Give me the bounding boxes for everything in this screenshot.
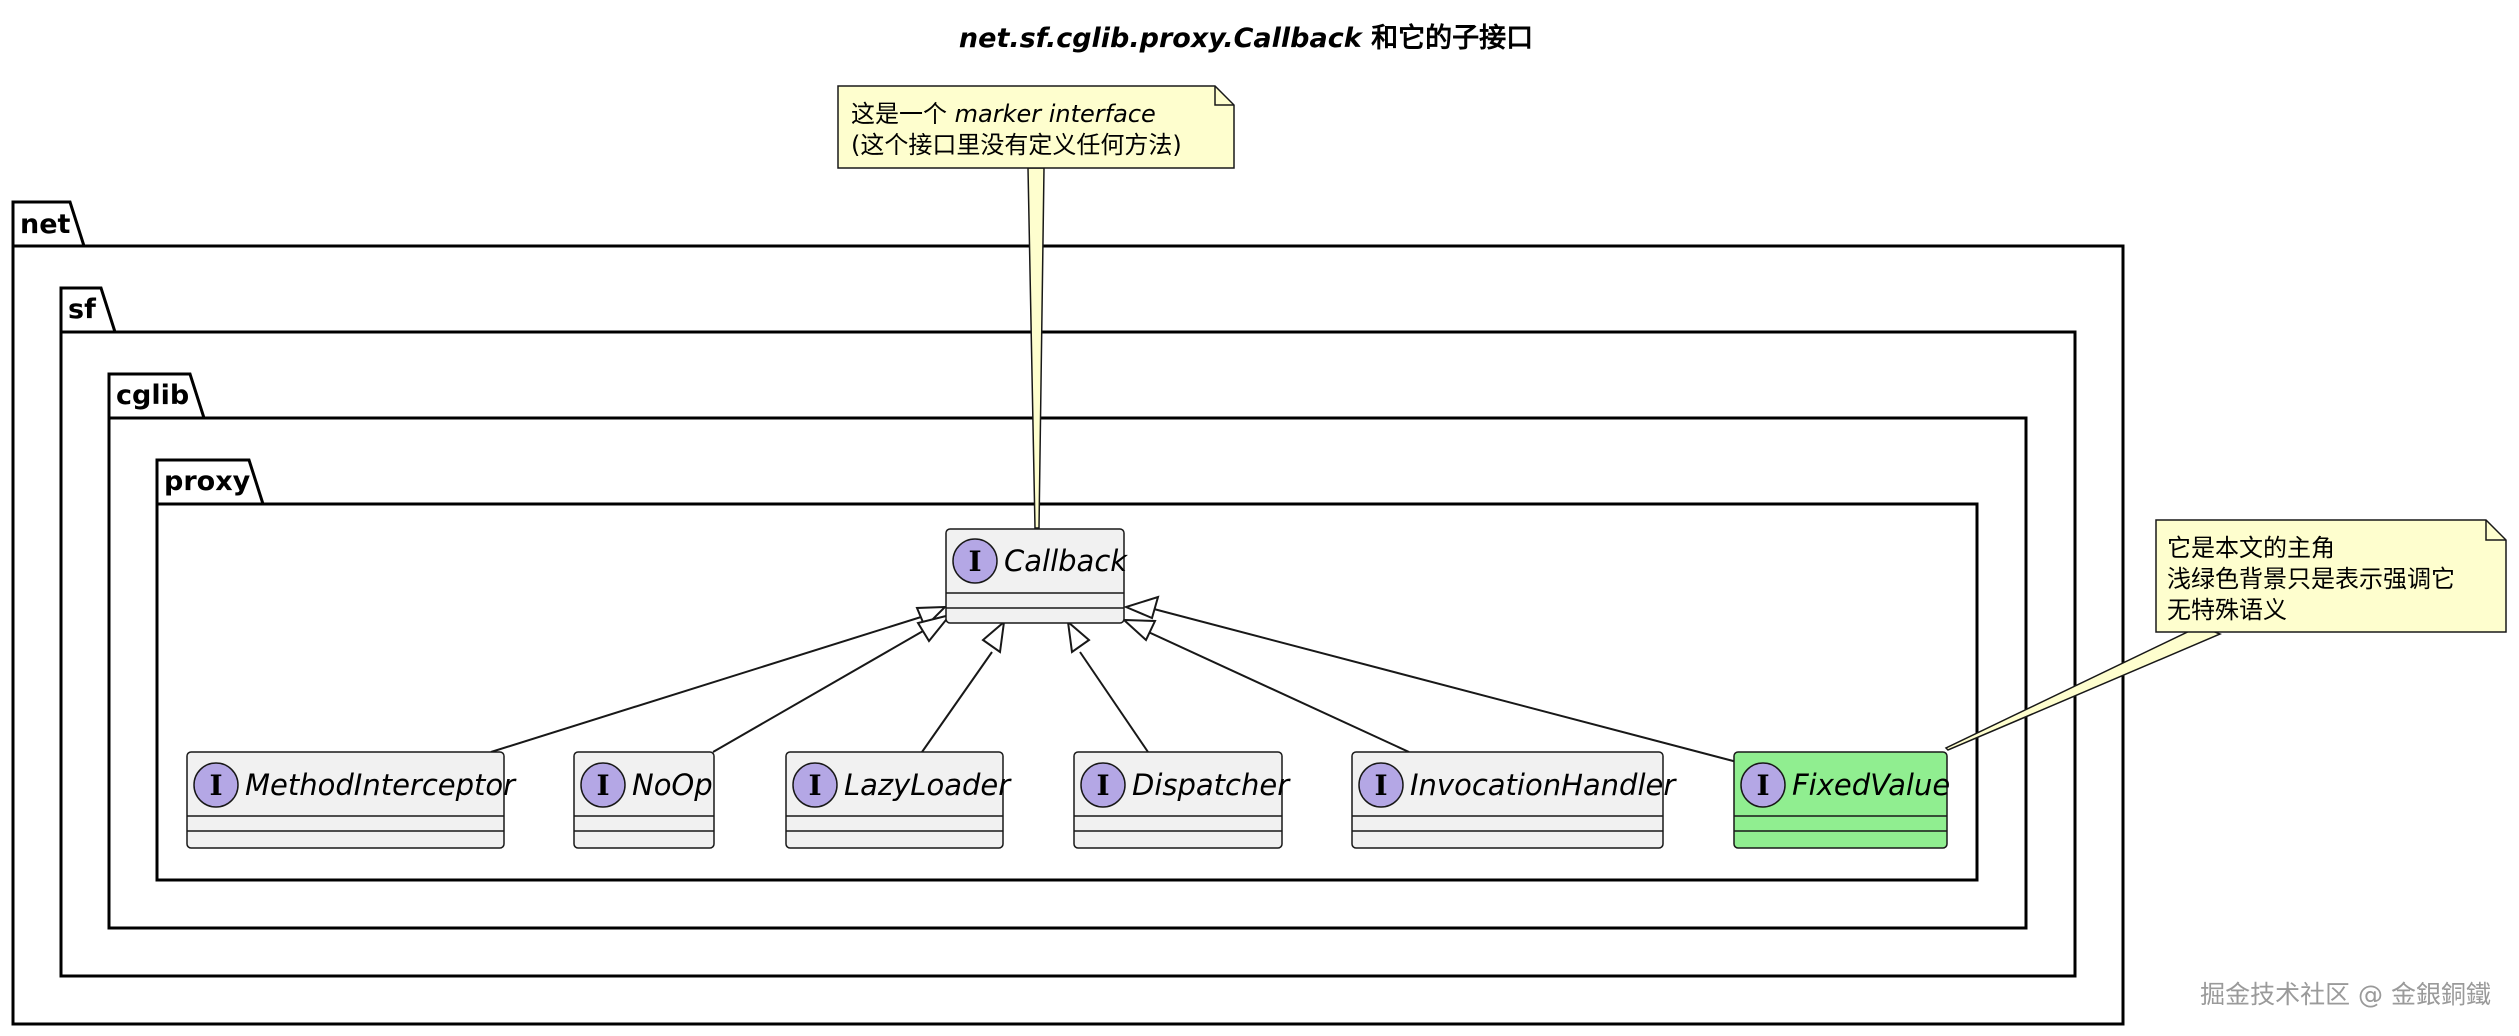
interface-name: Dispatcher: [1132, 768, 1291, 802]
interface-name: LazyLoader: [844, 768, 1012, 802]
package-label-sf: sf: [68, 294, 96, 325]
interface-icon-letter: I: [1374, 769, 1387, 802]
interface-dispatcher[interactable]: I Dispatcher: [1073, 751, 1291, 849]
interface-icon: [193, 762, 239, 808]
interface-name: NoOp: [632, 768, 713, 802]
interface-icon: [1080, 762, 1126, 808]
interface-icon: [1358, 762, 1404, 808]
interface-name: MethodInterceptor: [245, 768, 517, 802]
edge-lazyloader: [921, 651, 993, 753]
interface-callback[interactable]: I Callback: [945, 528, 1128, 624]
note-marker-line2: (这个接口里没有定义任何方法): [851, 131, 1182, 159]
interface-icon-letter: I: [968, 545, 981, 578]
interface-name: FixedValue: [1792, 768, 1950, 802]
note-focus-line2: 浅绿色背景只是表示强调它: [2167, 565, 2455, 593]
interface-icon-letter: I: [1096, 769, 1109, 802]
note-marker-line1: 这是一个 marker interface: [851, 100, 1156, 128]
interface-icon: [580, 762, 626, 808]
edge-noop: [712, 626, 931, 753]
edge-fixedvalue: [1149, 607, 1738, 763]
interface-fixedvalue[interactable]: I FixedValue: [1733, 751, 1950, 849]
arrow-head-5: [1121, 618, 1157, 642]
interface-name: Callback: [1004, 544, 1128, 578]
arrow-head-6: [1123, 595, 1160, 620]
edge-methodinterceptor: [490, 611, 938, 753]
edge-invocationhandler: [1143, 629, 1410, 753]
interface-noop[interactable]: I NoOp: [573, 751, 715, 849]
arrow-head-4: [1066, 619, 1091, 654]
interface-icon-letter: I: [209, 769, 222, 802]
note-focus-line3: 无特殊语义: [2167, 596, 2287, 624]
interface-lazyloader[interactable]: I LazyLoader: [785, 751, 1012, 849]
diagram-title: net.sf.cglib.proxy.Callback 和它的子接口: [959, 22, 1533, 54]
note-marker-interface: 这是一个 marker interface (这个接口里没有定义任何方法): [837, 85, 1235, 169]
package-label-cglib: cglib: [116, 380, 189, 411]
arrow-head-3: [981, 619, 1006, 654]
interface-icon-letter: I: [1756, 769, 1769, 802]
interface-icon-letter: I: [596, 769, 609, 802]
note-focus-line1: 它是本文的主角: [2167, 534, 2335, 562]
edge-dispatcher: [1079, 651, 1149, 753]
watermark: 掘金技术社区 @ 金銀銅鐵: [2200, 980, 2491, 1009]
interface-icon: [1740, 762, 1786, 808]
package-label-proxy: proxy: [164, 466, 251, 497]
interface-methodinterceptor[interactable]: I MethodInterceptor: [186, 751, 517, 849]
arrow-head-2: [916, 613, 953, 643]
note-focus: 它是本文的主角 浅绿色背景只是表示强调它 无特殊语义: [2155, 519, 2507, 633]
interface-icon: [792, 762, 838, 808]
interface-name: InvocationHandler: [1410, 768, 1677, 802]
interface-icon-letter: I: [808, 769, 821, 802]
package-label-net: net: [20, 209, 71, 240]
interface-icon: [952, 538, 998, 584]
inheritance-edges: [490, 595, 1738, 763]
interface-invocationhandler[interactable]: I InvocationHandler: [1351, 751, 1677, 849]
